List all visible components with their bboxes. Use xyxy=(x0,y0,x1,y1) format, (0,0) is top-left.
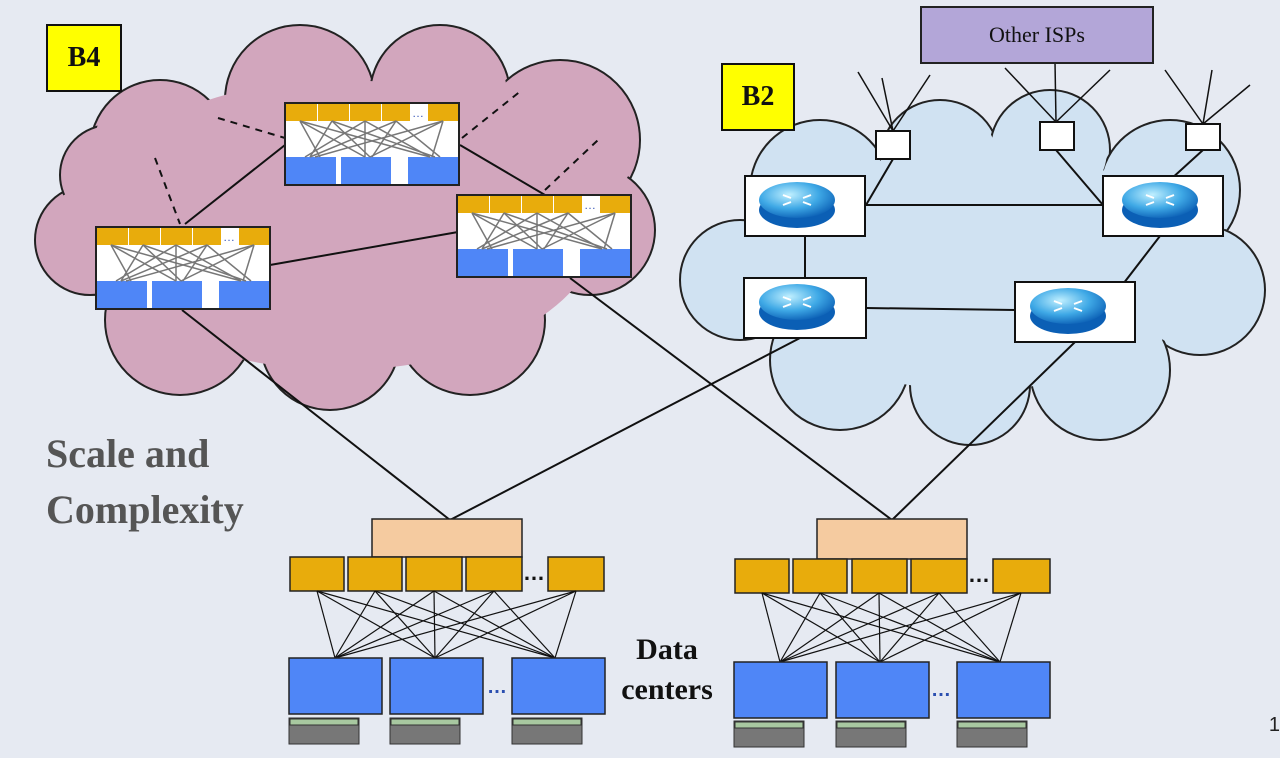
b4-left-ellipsis-bottom: … xyxy=(203,288,215,302)
b2-isp-links xyxy=(857,61,1251,132)
router-icon xyxy=(1014,281,1136,343)
data-centers-label: Data centers xyxy=(612,630,722,710)
b2-peering-node-2 xyxy=(1039,121,1075,151)
server-rack-icon xyxy=(733,720,1028,748)
router-icon xyxy=(744,175,866,237)
dc-left-cluster-ellipsis: … xyxy=(487,676,507,698)
router-icon xyxy=(1102,175,1224,237)
other-isps-box: Other ISPs xyxy=(920,6,1154,64)
b4-right-ellipsis-bottom: … xyxy=(564,256,576,270)
b4-switch-top xyxy=(284,102,460,186)
scale-line: Scale and xyxy=(46,431,210,476)
page-number: 1 xyxy=(1268,714,1280,736)
server-rack-icon xyxy=(288,717,583,745)
b4-links xyxy=(181,144,893,521)
b4-switch-left xyxy=(95,226,271,310)
data-center-left xyxy=(288,518,606,745)
dc-left-switch-ellipsis: … xyxy=(523,560,545,585)
data-center-right xyxy=(733,518,1051,748)
centers-line: centers xyxy=(621,673,713,706)
router-icon xyxy=(743,277,867,339)
b2-links xyxy=(449,149,1204,521)
complexity-line: Complexity xyxy=(46,487,244,532)
scale-complexity-title: Scale and Complexity xyxy=(46,426,306,538)
b4-top-ellipsis-bottom: … xyxy=(392,164,404,178)
b4-left-ellipsis: … xyxy=(223,230,235,244)
b2-peering-node-1 xyxy=(875,130,911,160)
b4-right-ellipsis: … xyxy=(584,198,596,212)
b2-peering-node-3 xyxy=(1185,123,1221,151)
b4-top-ellipsis: … xyxy=(412,106,424,120)
dc-right-switch-ellipsis: … xyxy=(968,562,990,587)
dc-right-cluster-ellipsis: … xyxy=(931,679,951,701)
b4-switch-right xyxy=(456,194,632,278)
b4-dashed-links xyxy=(154,89,599,225)
b4-label: B4 xyxy=(46,24,122,92)
b2-label: B2 xyxy=(721,63,795,131)
data-line: Data xyxy=(636,633,698,666)
